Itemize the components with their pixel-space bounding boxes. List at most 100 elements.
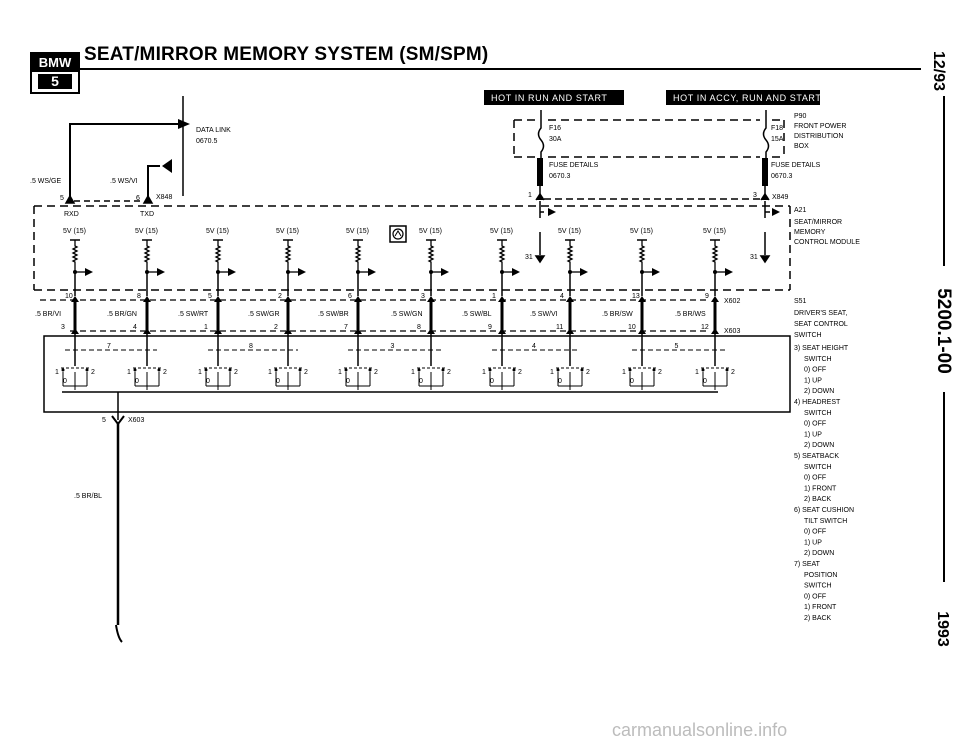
supply-label: 5V (15) — [630, 228, 653, 235]
contact-point — [61, 368, 65, 372]
fuse1-rating: 30A — [549, 136, 562, 143]
page-title: SEAT/MIRROR MEMORY SYSTEM (SM/SPM) — [84, 44, 489, 65]
contact-leg — [345, 372, 371, 390]
switch-group-label: 5 — [675, 343, 679, 350]
wire-ws-vi: .5 WS/VI — [110, 178, 138, 185]
position-0-label: 0 — [346, 378, 350, 385]
position-1-label: 1 — [411, 369, 415, 376]
legend-line: 1) UP — [804, 431, 822, 438]
switch-title-3: SWITCH — [794, 332, 822, 339]
legend-line: 2) BACK — [804, 496, 832, 503]
side-line-mid — [943, 392, 945, 582]
contact-point — [204, 368, 208, 372]
legend-line: 0) OFF — [804, 367, 826, 374]
wire-color-label: .5 SW/GR — [248, 311, 280, 318]
x602-pin-marker — [143, 296, 151, 302]
x849-pin3: 3 — [753, 192, 757, 199]
x602-pin-marker — [498, 296, 506, 302]
position-2-label: 2 — [374, 369, 378, 376]
input-arrow — [441, 268, 449, 276]
contact-point — [228, 368, 232, 372]
supply-label: 5V (15) — [419, 228, 442, 235]
x602-pin-marker — [214, 296, 222, 302]
module-ground-left — [534, 232, 546, 264]
power-feed-wires — [535, 186, 770, 201]
wire-color-label: .5 BR/WS — [675, 311, 706, 318]
x603-pin-marker — [143, 328, 151, 334]
input-arrow — [228, 268, 236, 276]
position-0-label: 0 — [63, 378, 67, 385]
supply-label: 5V (15) — [63, 228, 86, 235]
side-line-top — [943, 96, 945, 266]
banner-left — [484, 90, 624, 105]
x603-pin: 3 — [61, 324, 65, 331]
legend-line: SWITCH — [804, 356, 832, 363]
pullup-resistor — [354, 240, 362, 272]
data-link-arrow-2 — [162, 159, 172, 173]
contact-point — [441, 368, 445, 372]
x849-label: X849 — [772, 194, 788, 201]
x602-pin: 9 — [705, 293, 709, 300]
header-rule — [78, 68, 921, 70]
fuse-details-left: FUSE DETAILS — [549, 162, 599, 169]
input-arrow — [157, 268, 165, 276]
contact-point — [417, 368, 421, 372]
module-ground-left-label: 31 — [525, 254, 533, 261]
x602-label: X602 — [724, 298, 740, 305]
contact-point — [488, 368, 492, 372]
input-arrow — [652, 268, 660, 276]
pullup-resistor — [143, 240, 151, 272]
position-1-label: 1 — [695, 369, 699, 376]
fuse2-name: F18 — [771, 125, 783, 132]
x602-pin: 2 — [278, 293, 282, 300]
legend-line: 2) DOWN — [804, 388, 834, 395]
legend-line: POSITION — [804, 572, 837, 579]
position-0-label: 0 — [276, 378, 280, 385]
module-label-2: MEMORY — [794, 229, 826, 236]
x848-pin5: 5 — [60, 195, 64, 202]
wire-color-label: .5 SW/GN — [391, 311, 423, 318]
seat-control-switch-box — [43, 335, 791, 413]
legend-line: 6) SEAT CUSHION — [794, 507, 854, 514]
legend-line: 2) DOWN — [804, 550, 834, 557]
contact-point — [344, 368, 348, 372]
legend-line: 2) BACK — [804, 615, 832, 622]
position-2-label: 2 — [163, 369, 167, 376]
contact-leg — [62, 372, 88, 390]
legend-line: SWITCH — [804, 583, 832, 590]
data-link-ref: 0670.5 — [196, 138, 218, 145]
ground-pin: 5 — [102, 417, 106, 424]
position-2-label: 2 — [234, 369, 238, 376]
pullup-resistor — [498, 240, 506, 272]
x602-pin-marker — [638, 296, 646, 302]
power-box-line3: BOX — [794, 143, 809, 150]
ground-wire-label: .5 BR/BL — [74, 493, 102, 500]
input-arrow — [85, 268, 93, 276]
data-link-label: DATA LINK — [196, 127, 231, 134]
supply-label: 5V (15) — [558, 228, 581, 235]
input-arrow — [512, 268, 520, 276]
switch-group-label: 8 — [249, 343, 253, 350]
module-label-1: SEAT/MIRROR — [794, 219, 842, 226]
input-arrow — [368, 268, 376, 276]
position-1-label: 1 — [55, 369, 59, 376]
input-arrow — [725, 268, 733, 276]
x603-pin: 7 — [344, 324, 348, 331]
banner-right-text: HOT IN ACCY, RUN AND START — [673, 93, 821, 103]
fuse-details-right: FUSE DETAILS — [771, 162, 821, 169]
position-1-label: 1 — [198, 369, 202, 376]
legend-line: TILT SWITCH — [804, 518, 847, 525]
module-power-inputs — [539, 201, 770, 218]
supply-label: 5V (15) — [206, 228, 229, 235]
x603-pin: 10 — [628, 324, 636, 331]
legend-line: 0) OFF — [804, 421, 826, 428]
wire-color-label: .5 SW/RT — [178, 311, 209, 318]
input-arrow — [298, 268, 306, 276]
fuse-ref-left: 0670.3 — [549, 173, 571, 180]
pullup-resistor — [638, 240, 646, 272]
txd-label: TXD — [140, 211, 154, 218]
data-link-wires — [69, 96, 184, 200]
position-1-label: 1 — [482, 369, 486, 376]
seat-icon — [389, 225, 407, 243]
